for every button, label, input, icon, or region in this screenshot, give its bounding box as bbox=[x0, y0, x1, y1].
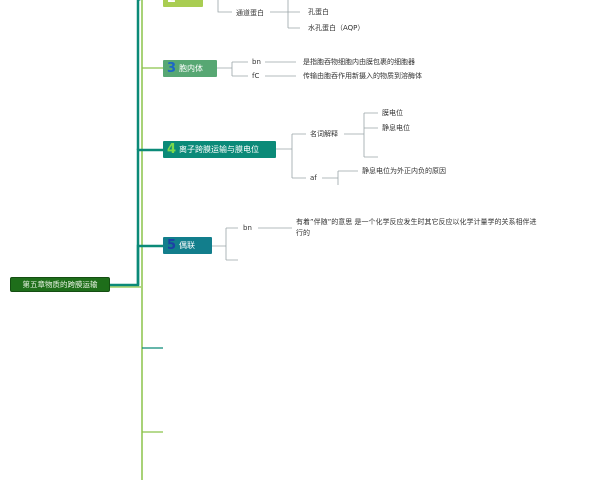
t3-text-2: 传输由胞吞作用新摄入的物质到溶酶体 bbox=[303, 72, 422, 80]
topic-5-label: 偶联 bbox=[179, 241, 196, 250]
t3-key-1: bn bbox=[252, 58, 261, 66]
topic-2[interactable]: 2 bbox=[163, 0, 203, 7]
topic-4-label: 离子跨膜运输与膜电位 bbox=[179, 145, 260, 154]
topic-4-number: 4 bbox=[167, 142, 177, 157]
t2-leaf-aquaporin: 水孔蛋白（AQP） bbox=[308, 24, 365, 32]
topic-3-number: 3 bbox=[167, 61, 177, 76]
t3-text-1: 是指胞吞物细胞内由膜包裹的细胞器 bbox=[303, 58, 415, 66]
t3-key-2: fC bbox=[252, 72, 260, 80]
t5-text-line1: 有着”伴随”的意思 是一个化学反应发生时其它反应以化学计量学的关系相伴进 bbox=[296, 218, 537, 226]
topic-2-number: 2 bbox=[167, 0, 176, 5]
t2-sub-channel-protein: 通道蛋白 bbox=[236, 9, 264, 17]
t4-sub-af: af bbox=[310, 174, 317, 182]
t5-key: bn bbox=[243, 224, 252, 232]
root-label: 第五章物质的跨膜运输 bbox=[22, 280, 98, 289]
t4-leaf-membrane-potential: 膜电位 bbox=[382, 109, 403, 117]
topic-3-label: 胞内体 bbox=[179, 64, 204, 73]
root-branch bbox=[110, 148, 163, 287]
t4-sub-terms: 名词解释 bbox=[310, 130, 338, 138]
t4-leaf-resting-potential: 静息电位 bbox=[382, 124, 410, 132]
topic-4[interactable]: 4 离子跨膜运输与膜电位 bbox=[163, 141, 276, 158]
topic-3[interactable]: 3 胞内体 bbox=[163, 60, 217, 77]
root-branch-up bbox=[136, 0, 141, 150]
root-branch-5 bbox=[136, 244, 163, 285]
t4-leaf-reason: 静息电位为外正内负的原因 bbox=[362, 167, 446, 175]
t5-text-line2: 行的 bbox=[296, 229, 310, 237]
topic-5[interactable]: 5 偶联 bbox=[163, 237, 212, 254]
root-node[interactable]: 第五章物质的跨膜运输 bbox=[10, 277, 110, 292]
topic-5-number: 5 bbox=[167, 238, 177, 253]
t2-leaf-porin: 孔蛋白 bbox=[308, 8, 329, 16]
